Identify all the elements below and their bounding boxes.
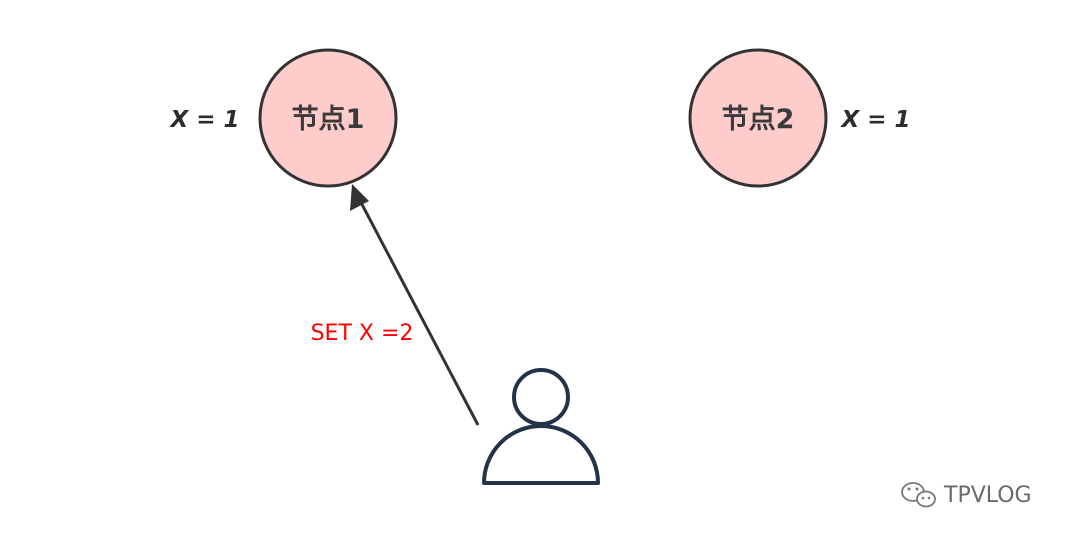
node-1-value-label: X = 1 xyxy=(168,107,239,133)
wechat-icon xyxy=(901,482,936,508)
node-1-circle xyxy=(258,48,398,188)
set-command-arrow xyxy=(354,192,480,426)
arrowhead xyxy=(350,184,369,211)
node-2-value-label: X = 1 xyxy=(839,107,910,133)
user-icon xyxy=(482,368,600,485)
watermark: TPVLOG xyxy=(901,482,1032,508)
node-2-label: 节点2 xyxy=(722,104,795,135)
node-1-label: 节点1 xyxy=(292,104,365,135)
user-head xyxy=(512,368,570,426)
node-2: 节点2 xyxy=(688,48,828,188)
user-body xyxy=(482,424,600,485)
node-2-circle xyxy=(688,48,828,188)
node-1: 节点1 xyxy=(258,48,398,188)
watermark-text: TPVLOG xyxy=(943,483,1032,508)
command-label: SET X =2 xyxy=(311,321,414,346)
